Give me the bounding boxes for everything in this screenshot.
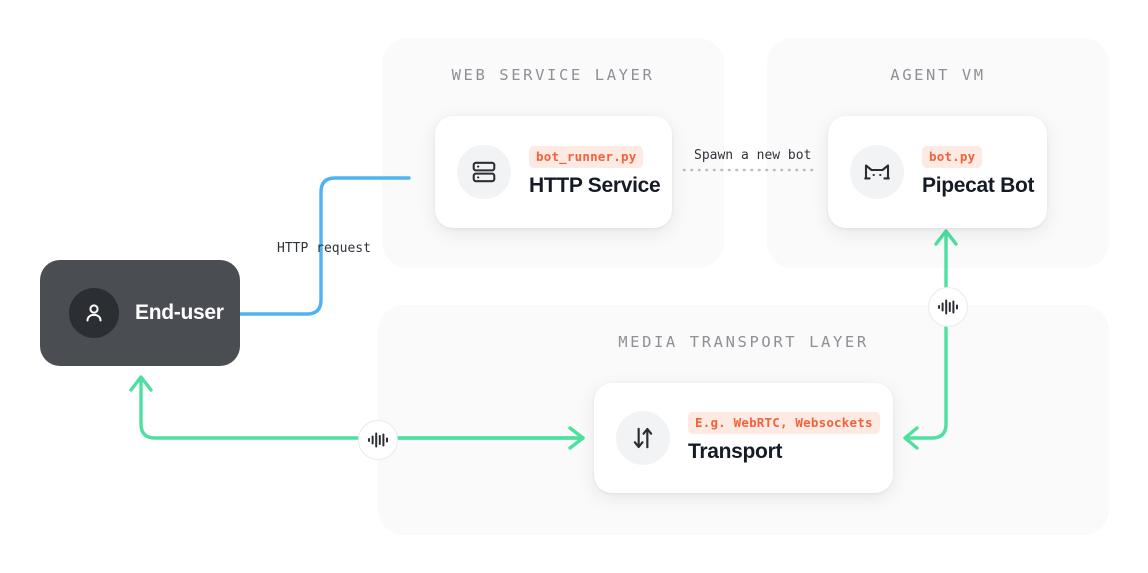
node-http-service[interactable]: bot_runner.py HTTP Service	[435, 116, 672, 228]
pipecat-cat-icon	[850, 145, 904, 199]
end-user-label: End-user	[135, 301, 224, 324]
http-service-label: HTTP Service	[529, 174, 661, 197]
panel-title-agent-vm: AGENT VM	[890, 66, 986, 84]
audio-badge-user	[358, 420, 398, 460]
edge-label-http-request: HTTP request	[277, 241, 371, 256]
http-service-badge: bot_runner.py	[529, 146, 644, 168]
pipecat-bot-label: Pipecat Bot	[922, 174, 1035, 197]
pipecat-bot-badge: bot.py	[922, 146, 983, 168]
arrowhead-to-enduser	[129, 375, 153, 392]
node-transport[interactable]: E.g. WebRTC, Websockets Transport	[594, 383, 893, 493]
transfer-arrows-icon	[616, 411, 670, 465]
node-pipecat-bot[interactable]: bot.py Pipecat Bot	[828, 116, 1047, 228]
edge-label-spawn-a-new-bot: Spawn a new bot	[694, 148, 812, 163]
panel-title-media-transport-layer: MEDIA TRANSPORT LAYER	[618, 333, 869, 351]
audio-waveform-icon	[368, 432, 388, 448]
audio-waveform-icon	[938, 299, 958, 315]
node-end-user[interactable]: End-user	[40, 260, 240, 366]
transport-badge: E.g. WebRTC, Websockets	[688, 412, 880, 434]
user-icon	[69, 288, 119, 338]
server-icon	[457, 145, 511, 199]
panel-title-web-service-layer: WEB SERVICE LAYER	[451, 66, 655, 84]
transport-label: Transport	[688, 440, 783, 463]
audio-badge-bot	[928, 287, 968, 327]
